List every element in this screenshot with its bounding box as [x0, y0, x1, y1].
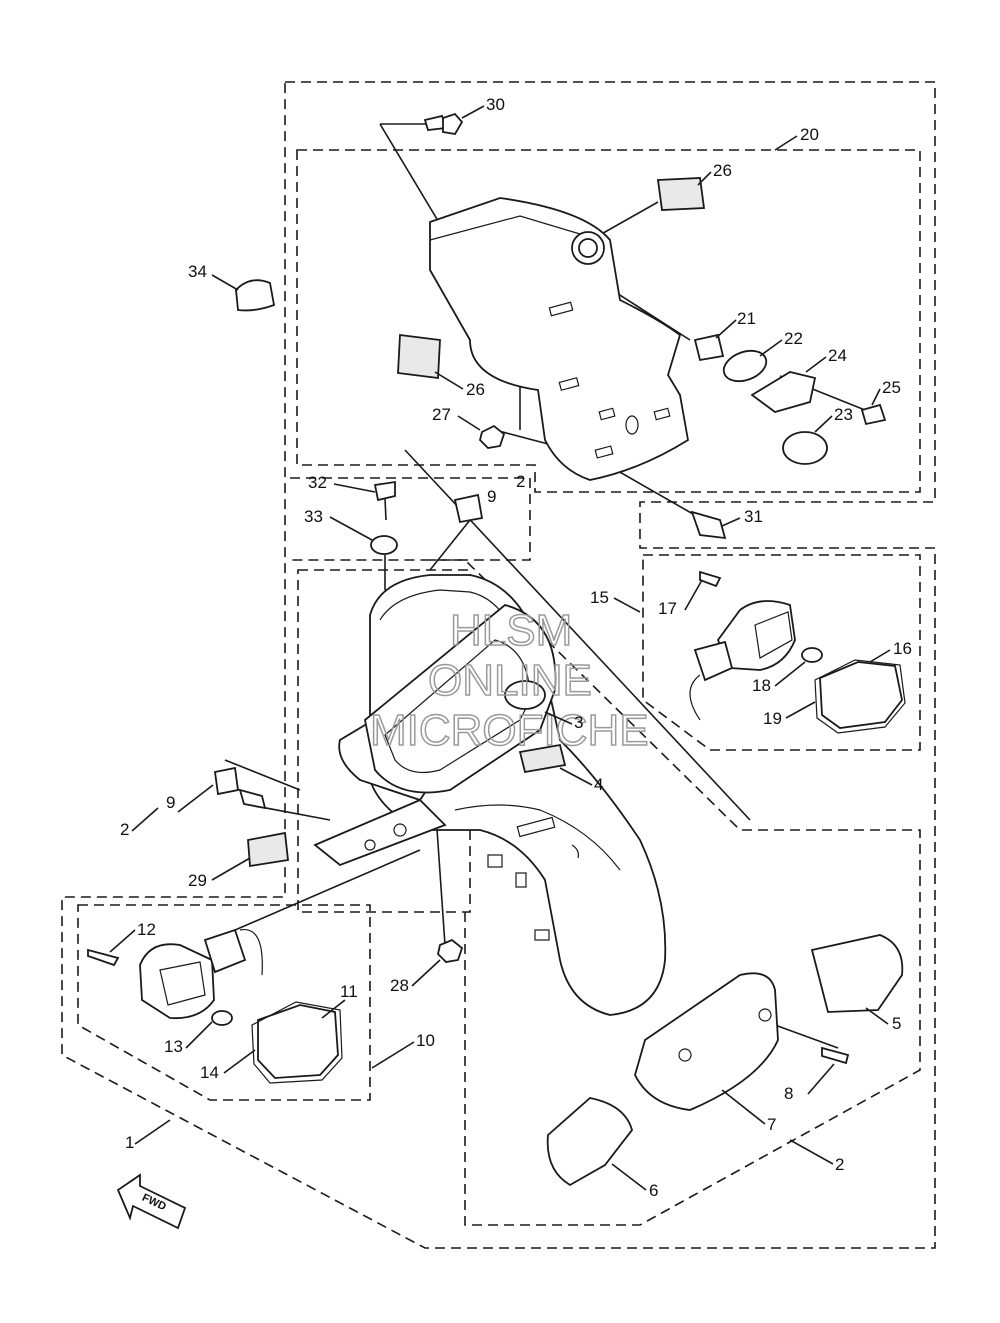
callout-28: 28: [390, 976, 409, 995]
callout-31: 31: [744, 507, 763, 526]
fwd-arrow: FWD: [116, 1173, 187, 1230]
gasket-22: [722, 349, 768, 383]
callout-17: 17: [658, 599, 677, 618]
callout-18: 18: [752, 676, 771, 695]
watermark-line-3: MICROFICHE: [370, 706, 649, 755]
hardware: [213, 112, 887, 963]
callout-12: 12: [137, 920, 156, 939]
callout-20: 20: [800, 125, 819, 144]
callout-6: 6: [649, 1181, 658, 1200]
nut-27: [479, 424, 506, 449]
bolt-32: [373, 480, 396, 502]
callout-30: 30: [486, 95, 505, 114]
right-flasher: [689, 570, 906, 734]
callout-10: 10: [416, 1031, 435, 1050]
callout-4: 4: [594, 775, 603, 794]
callout-7: 7: [767, 1115, 776, 1134]
nut-head-30: [442, 112, 464, 135]
callout-2-bottom: 2: [835, 1155, 844, 1174]
nut-plate-9-upper: [453, 493, 484, 524]
callout-1: 1: [125, 1133, 134, 1152]
callout-13: 13: [164, 1037, 183, 1056]
grommet-26-lower: [397, 333, 441, 380]
group-outline-fender: [297, 569, 471, 913]
callout-27: 27: [432, 405, 451, 424]
callout-8: 8: [784, 1084, 793, 1103]
group-outline-taillight: [290, 559, 921, 1226]
tail-light-housing: [338, 604, 557, 802]
screw-25: [860, 403, 887, 426]
left-flasher: [87, 928, 343, 1084]
callout-24: 24: [828, 346, 847, 365]
callout-29: 29: [188, 871, 207, 890]
watermark-line-2: ONLINE: [428, 656, 592, 705]
callout-26-lower: 26: [466, 380, 485, 399]
pad-4: [518, 743, 567, 774]
group-outline-left-flasher: [77, 904, 371, 1101]
callout-2-upper: 2: [516, 472, 525, 491]
callout-2-lower: 2: [120, 820, 129, 839]
group-outline-upper: [61, 81, 936, 1249]
nut-plate-9-lower: [213, 766, 240, 796]
callout-5: 5: [892, 1014, 901, 1033]
callout-32: 32: [308, 473, 327, 492]
callout-19: 19: [763, 709, 782, 728]
grommet-26-upper: [656, 177, 706, 211]
callout-14: 14: [200, 1063, 219, 1082]
washer-33: [370, 535, 398, 555]
grommet-29: [247, 831, 289, 868]
callout-11: 11: [340, 982, 358, 1001]
bulb-21: [693, 333, 725, 362]
callout-23: 23: [834, 405, 853, 424]
stay-bracket: [313, 798, 447, 867]
bolt-lower-9: [238, 788, 267, 810]
callout-labels: 30 20 26 34 26 21 22 24 25 23 27 32 9 2 …: [120, 95, 912, 1200]
callout-22: 22: [784, 329, 803, 348]
group-outline-license-bracket: [296, 149, 921, 493]
group-outlines: [61, 81, 936, 1249]
watermark-line-1: HLSM: [450, 606, 572, 655]
callout-26-upper: 26: [713, 161, 732, 180]
callout-16: 16: [893, 639, 912, 658]
bolt-31: [690, 510, 727, 540]
clamp-34: [235, 279, 276, 312]
license-bracket: [429, 197, 689, 481]
lens-23: [782, 431, 828, 465]
callout-34: 34: [188, 262, 207, 281]
callout-pointers: [109, 105, 891, 1191]
callout-25: 25: [882, 378, 901, 397]
group-outline-right-flasher: [642, 554, 921, 751]
watermark: HLSM ONLINE MICROFICHE: [369, 605, 649, 756]
group-outline-nut-plate: [290, 477, 531, 561]
tail-light-lens: [546, 934, 904, 1187]
callout-9-upper: 9: [487, 487, 496, 506]
callout-15: 15: [590, 588, 609, 607]
callout-3: 3: [574, 713, 583, 732]
callout-21: 21: [737, 309, 756, 328]
license-light-24: [750, 371, 817, 413]
callout-33: 33: [304, 507, 323, 526]
callout-9-lower: 9: [166, 793, 175, 812]
nut-28: [437, 938, 464, 963]
